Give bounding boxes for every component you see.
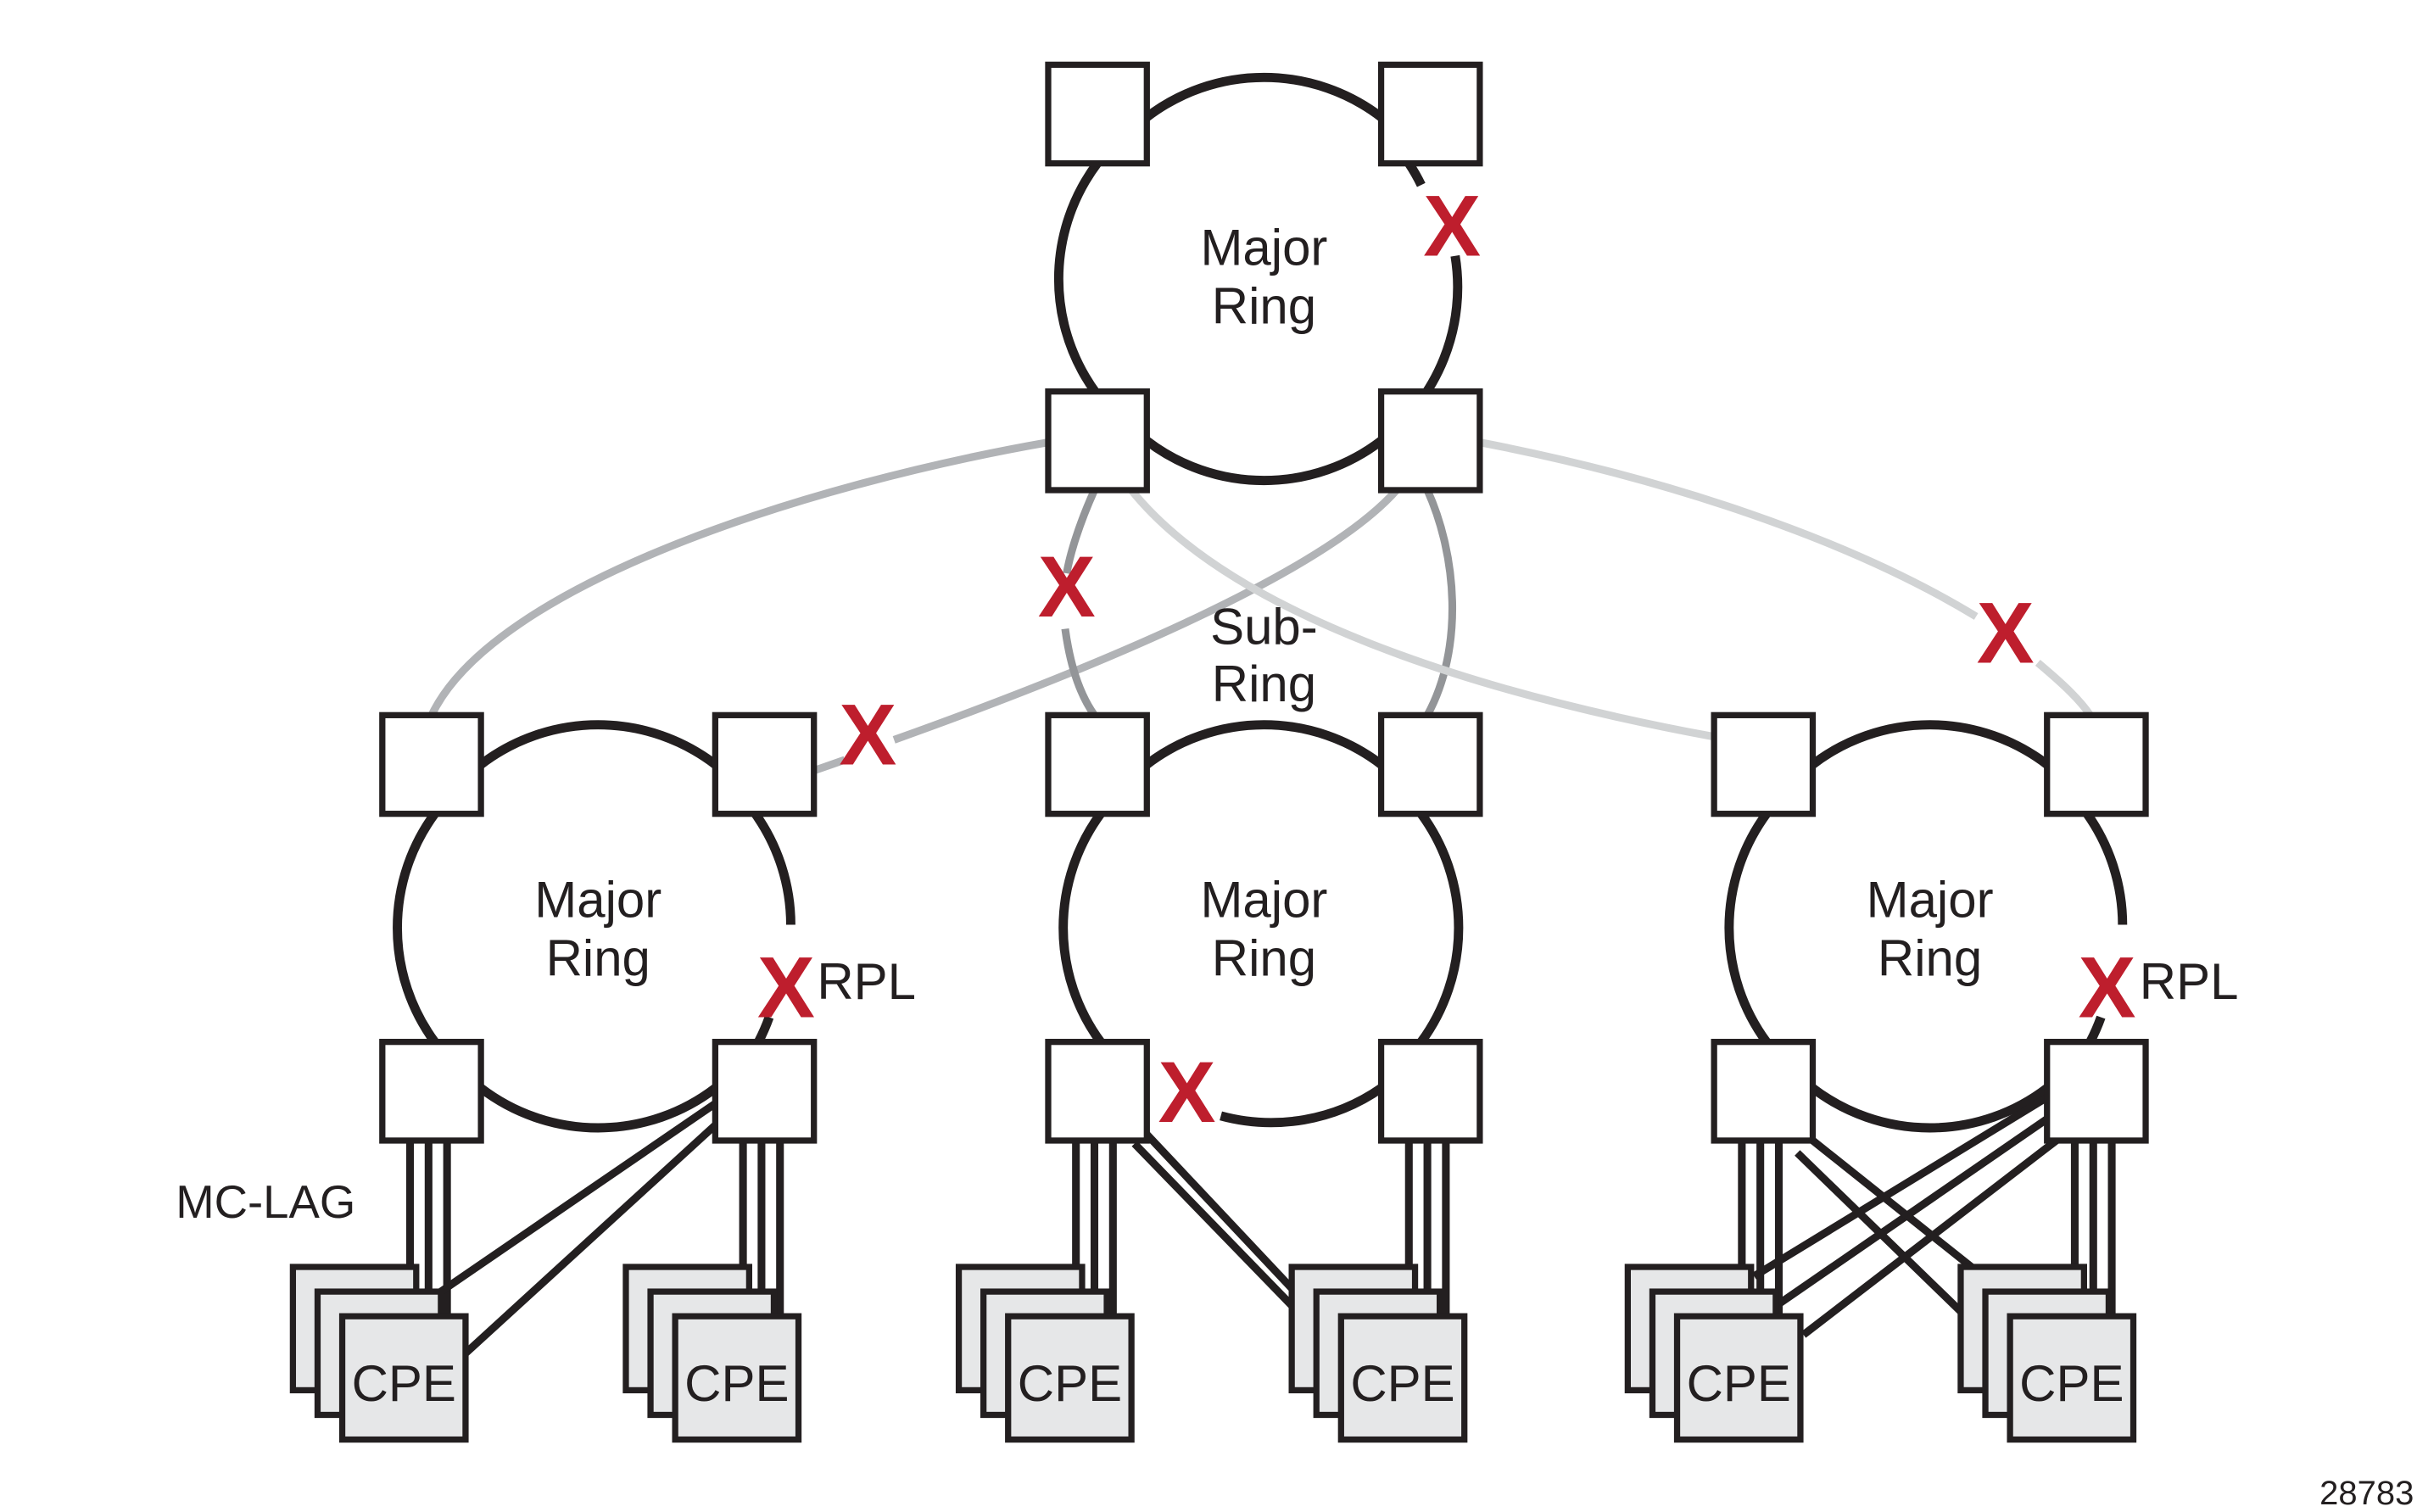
left-ring-circle-e: [393, 811, 438, 1045]
cpe-stack-middle-1: CPE: [955, 1264, 1135, 1443]
subring-link-left-inner-a: [892, 487, 1400, 744]
middle-ring-node-tr: [1377, 711, 1483, 817]
cpe-stack-right-1: CPE: [1624, 1264, 1804, 1443]
lag-link-right-cross-4: [1810, 1137, 1982, 1276]
sub-ring-label-line1: Sub-: [1210, 599, 1318, 656]
right-ring-circle-b: [2083, 811, 2128, 925]
right-ring-circle-a: [1810, 720, 2051, 768]
left-rpl-label: RPL: [817, 953, 916, 1010]
left-ring-node-tr: [712, 711, 818, 817]
subring-link-right-inner: [1128, 488, 1715, 741]
cpe-label: CPE: [1687, 1355, 1791, 1412]
lag-link-left-cross-1: [438, 1100, 717, 1295]
top-ring-label-line2: Ring: [1212, 278, 1316, 335]
cpe-label: CPE: [1350, 1355, 1454, 1412]
blocked-x-right-rpl: X: [2079, 940, 2136, 1036]
top-ring-node-tr: [1377, 61, 1483, 167]
cpe-box: [1673, 1313, 1804, 1443]
blocked-x-subring-right: X: [1977, 585, 2035, 682]
middle-ring-node-bl: [1045, 1039, 1150, 1144]
cpe-box: [338, 1313, 469, 1443]
middle-ring-circle-b: [1417, 811, 1464, 1045]
cpe-stack-left-2: CPE: [622, 1264, 802, 1443]
right-ring-label-line1: Major: [1867, 871, 1994, 928]
cpe-box: [1337, 1313, 1468, 1443]
subring-link-left-inner-b: [812, 756, 846, 775]
cpe-stack-middle-2: CPE: [1288, 1264, 1468, 1443]
right-ring-label-line2: Ring: [1878, 929, 1982, 986]
mc-lag-label: MC-LAG: [176, 1176, 355, 1228]
cpe-stack-right-2: CPE: [1957, 1264, 2137, 1443]
lag-link-left-cross-2: [462, 1122, 718, 1357]
top-ring-node-tl: [1045, 61, 1150, 167]
sub-ring-label-line2: Ring: [1212, 656, 1316, 712]
left-ring-circle-d: [477, 1084, 718, 1133]
middle-ring-circle-a: [1143, 720, 1384, 768]
middle-ring-node-br: [1377, 1039, 1483, 1144]
right-ring-node-bl: [1711, 1039, 1817, 1144]
subring-link-right-outer-b: [2035, 660, 2094, 717]
top-ring-node-bl: [1045, 388, 1150, 494]
blocked-x-top-ring: X: [1423, 178, 1481, 275]
lag-link-right-cross-2: [1776, 1115, 2050, 1308]
left-ring-node-tl: [379, 711, 484, 817]
cpe-stack-left-1: CPE: [289, 1264, 469, 1443]
cpe-label: CPE: [684, 1355, 789, 1412]
subring-link-left-outer: [427, 438, 1049, 717]
left-ring-circle-b: [751, 811, 795, 925]
right-ring-circle-e: [1724, 811, 1771, 1045]
left-ring-label-line1: Major: [534, 871, 661, 928]
right-ring-node-tl: [1711, 711, 1817, 817]
cpe-label: CPE: [2019, 1355, 2124, 1412]
blocked-x-left-rpl: X: [757, 940, 815, 1036]
middle-ring-node-tl: [1045, 711, 1150, 817]
subring-link-middle-left-b: [1061, 628, 1098, 717]
cpe-stacks: CPE CPE CPE CPE CPE CPE: [289, 1264, 2137, 1443]
blocked-x-middle-ring: X: [1158, 1044, 1216, 1141]
subring-link-right-outer-a: [1479, 438, 1979, 620]
right-ring-node-br: [2044, 1039, 2149, 1144]
right-ring-node-tr: [2044, 711, 2149, 817]
subring-link-middle-left-a: [1063, 488, 1098, 574]
right-ring-circle-d: [1810, 1084, 2051, 1133]
figure-number: 28783: [2319, 1475, 2414, 1512]
cpe-box: [1005, 1313, 1135, 1443]
mc-lag-links: [405, 1094, 2116, 1359]
middle-ring-circle-d: [1058, 811, 1105, 1045]
left-ring-node-bl: [379, 1039, 484, 1144]
subring-link-middle-right: [1423, 488, 1457, 717]
top-ring-label-line1: Major: [1200, 220, 1327, 276]
middle-ring-label-line1: Major: [1200, 871, 1327, 928]
ring-labels: Major Ring Major Ring Major Ring Major R…: [176, 220, 2414, 1512]
cpe-label: CPE: [352, 1355, 456, 1412]
lag-link-right-cross-1: [1752, 1094, 2050, 1280]
cpe-label: CPE: [1018, 1355, 1122, 1412]
top-ring-circle-c: [1143, 437, 1384, 486]
cpe-box: [2007, 1313, 2137, 1443]
top-ring-node-br: [1377, 388, 1483, 494]
blocked-x-subring-middle: X: [1038, 538, 1096, 635]
blocked-x-subring-left: X: [839, 686, 896, 783]
top-ring-circle-a: [1143, 72, 1384, 121]
top-ring-circle-e: [1404, 160, 1426, 187]
lag-link-middle-cross-1: [1143, 1131, 1298, 1295]
middle-ring-circle-c: [1220, 1084, 1384, 1128]
blocked-markers: X X X X X X X: [757, 178, 2136, 1141]
ring-nodes: [379, 61, 2149, 1144]
left-ring-node-br: [712, 1039, 818, 1144]
sub-ring-links: [427, 438, 2094, 775]
cpe-box: [672, 1313, 802, 1443]
right-rpl-label: RPL: [2140, 953, 2239, 1010]
left-ring-label-line2: Ring: [546, 929, 650, 986]
left-ring-circle-a: [477, 720, 718, 768]
middle-ring-label-line2: Ring: [1212, 929, 1316, 986]
